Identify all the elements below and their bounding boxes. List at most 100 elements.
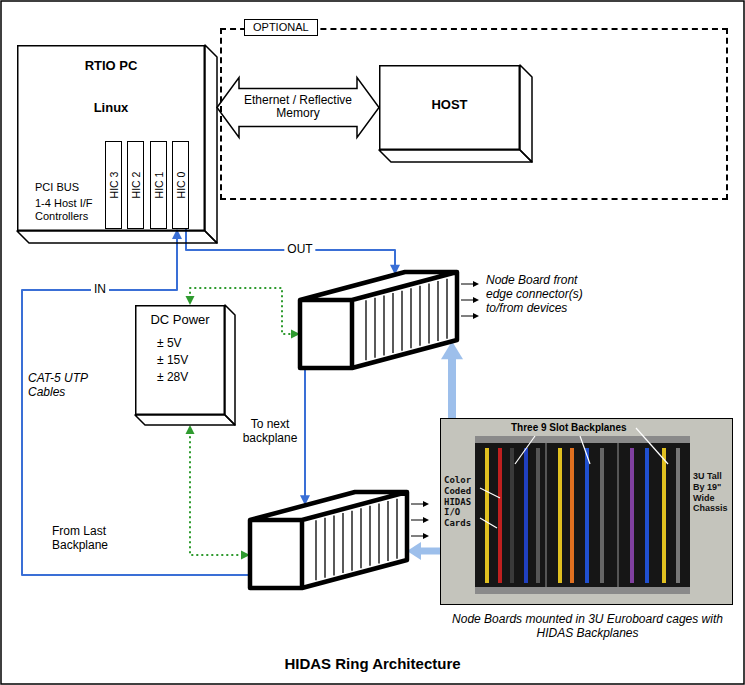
connector	[441, 341, 463, 418]
node-text: 3U Tall By 19" Wide Chassis	[693, 471, 732, 514]
card-slot	[315, 520, 316, 580]
leader-line	[480, 518, 497, 528]
box-bottom	[379, 150, 532, 162]
leader-line	[580, 436, 590, 464]
card-slot	[378, 503, 379, 563]
node-text: 1-4 Host I/F Controllers	[35, 197, 101, 222]
box-front	[18, 46, 205, 231]
io-card	[630, 448, 634, 583]
card-slot	[342, 513, 343, 573]
io-card	[645, 448, 649, 583]
connector	[407, 542, 440, 560]
connector	[186, 229, 400, 275]
device-lead	[411, 504, 424, 505]
box-bottom	[135, 415, 235, 425]
interface-card: HIC 1	[150, 141, 167, 229]
card-slot	[419, 286, 420, 346]
device-lead	[461, 284, 474, 285]
connector-line	[304, 368, 306, 498]
connector-line	[190, 288, 294, 334]
cable-label: CAT-5 UTP Cables	[28, 372, 100, 400]
slot-label: HIC 3	[107, 172, 119, 199]
connector-line	[448, 354, 456, 418]
box-outline	[379, 65, 532, 162]
card-slot	[365, 300, 366, 360]
io-card	[485, 448, 489, 583]
device-lead	[461, 300, 474, 301]
box-front	[380, 66, 520, 150]
chassis-photo	[440, 418, 733, 605]
backplane-cage: From Last Backplane	[250, 492, 407, 588]
io-card	[662, 448, 666, 583]
device-lead	[411, 520, 424, 521]
connector-label: Ethernet / Reflective Memory	[241, 94, 355, 122]
card-slot	[437, 281, 438, 341]
backplane-divider	[617, 443, 619, 587]
io-card	[570, 448, 574, 583]
node-text: ± 5V	[157, 337, 219, 351]
cage-drawing	[250, 492, 407, 588]
node-text: ± 28V	[157, 371, 219, 385]
node-text: HOST	[379, 98, 520, 113]
chassis-rail	[475, 587, 690, 594]
connector-line	[22, 236, 250, 575]
card-slot	[401, 291, 402, 351]
card-slot	[428, 283, 429, 343]
lead-arrowhead	[473, 297, 479, 303]
node-text: From Last Backplane	[52, 525, 124, 553]
card-slot	[383, 295, 384, 355]
computer-box: RTIO PCLinuxPCI BUS1-4 Host I/F Controll…	[17, 45, 217, 243]
interface-card: HIC 0	[172, 141, 189, 229]
card-slot	[333, 515, 334, 575]
cage-drawing	[300, 272, 457, 368]
node-text: DC Power	[135, 313, 225, 328]
connector-line	[190, 431, 244, 555]
leader-line	[636, 428, 668, 464]
node-text: RTIO PC	[17, 59, 205, 74]
io-card	[558, 448, 562, 583]
io-card	[498, 448, 502, 583]
arrowhead	[186, 425, 195, 434]
device-lead	[461, 316, 474, 317]
cage-outline	[250, 492, 407, 588]
io-card	[600, 448, 604, 583]
slot-label: HIC 2	[129, 172, 141, 199]
photo-inset: Three 9 Slot BackplanesColor Coded HIDAS…	[440, 418, 733, 605]
leader-line	[515, 436, 535, 464]
chassis-panel	[475, 436, 690, 594]
connector-label: To next backplane	[240, 418, 300, 446]
slot-label: HIC 0	[174, 172, 186, 199]
cage-outline	[300, 272, 457, 368]
connector	[300, 368, 310, 505]
leader-line	[480, 488, 500, 498]
card-slot	[324, 518, 325, 578]
card-slot	[369, 506, 370, 566]
lead-arrowhead	[423, 517, 429, 523]
backplane-divider	[545, 443, 547, 587]
card-slot	[374, 298, 375, 358]
node-text: PCI BUS	[35, 181, 101, 194]
connector	[22, 229, 250, 575]
card-slot	[392, 293, 393, 353]
arrowhead	[186, 296, 195, 305]
power-supply-box: DC Power ± 5V ± 15V ± 28V	[135, 305, 235, 425]
node-text: Color Coded HIDAS I/O Cards	[444, 475, 476, 529]
card-slot	[396, 499, 397, 559]
interface-card: HIC 2	[127, 141, 144, 229]
device-lead	[411, 536, 424, 537]
photo-ground	[440, 418, 733, 605]
node-text: OPTIONAL	[244, 19, 318, 36]
node-text: Three 9 Slot Backplanes	[511, 422, 701, 434]
double-block-arrow	[217, 78, 379, 138]
io-card	[510, 448, 514, 583]
lead-arrowhead	[473, 313, 479, 319]
card-slot	[351, 511, 352, 571]
slot-label: HIC 1	[152, 172, 164, 199]
node-text: ± 15V	[157, 354, 219, 368]
connector	[217, 78, 379, 138]
card-slot	[387, 501, 388, 561]
lead-arrowhead	[473, 281, 479, 287]
box-front	[136, 306, 225, 415]
